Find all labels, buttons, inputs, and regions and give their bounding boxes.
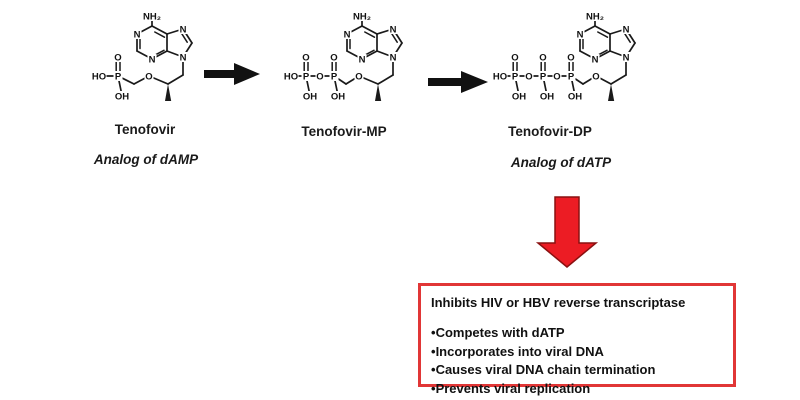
tenofovir-mp-structure: NH₂ N N N N O P O OH O P O OH HO — [283, 11, 403, 103]
bullet-marker: • — [431, 325, 436, 340]
phosphorus-label: P — [512, 72, 519, 83]
bullet-item: •Prevents viral replication — [431, 380, 723, 399]
hydroxyl-label: HO — [284, 72, 298, 83]
tenofovir-dp-structure: NH₂ N N N N O P O OH O P O OH O P O OH H… — [492, 11, 636, 103]
nitrogen-label: N — [134, 30, 141, 41]
red-down-arrow-icon — [535, 196, 599, 268]
amine-label: NH₂ — [586, 12, 604, 23]
ether-oxygen-label: O — [355, 72, 362, 83]
nitrogen-label: N — [180, 25, 187, 36]
reaction-arrow-2-icon — [428, 71, 488, 93]
hydroxyl-label: OH — [540, 92, 554, 103]
phosphorus-label: P — [115, 72, 122, 83]
bridge-oxygen-label: O — [525, 72, 532, 83]
nitrogen-label: N — [344, 30, 351, 41]
hydroxyl-label: OH — [512, 92, 526, 103]
hydroxyl-label: OH — [303, 92, 317, 103]
bullet-marker: • — [431, 343, 436, 359]
nitrogen-label: N — [623, 53, 630, 64]
tenofovir-label: Tenofovir — [114, 122, 176, 137]
oxygen-label: O — [567, 53, 574, 64]
nitrogen-label: N — [390, 53, 397, 64]
bullet-item: •Competes with dATP — [431, 324, 723, 343]
nitrogen-label: N — [359, 55, 366, 66]
nitrogen-label: N — [623, 25, 630, 36]
bullet-marker: • — [431, 362, 436, 377]
mechanism-title: Inhibits HIV or HBV reverse transcriptas… — [431, 295, 686, 310]
oxygen-label: O — [330, 53, 337, 64]
hydroxyl-label: OH — [568, 92, 582, 103]
oxygen-label: O — [539, 53, 546, 64]
nitrogen-label: N — [180, 53, 187, 64]
bullet-marker: • — [431, 380, 436, 396]
bullet-item: •Causes viral DNA chain termination — [431, 361, 723, 380]
tenofovir-structure: NH₂ N N N N O P O OH HO — [91, 11, 193, 103]
analog-datp-label: Analog of dATP — [510, 155, 612, 170]
nitrogen-label: N — [577, 30, 584, 41]
tenofovir-dp-label: Tenofovir-DP — [508, 124, 592, 139]
ether-oxygen-label: O — [592, 72, 599, 83]
bullet-text: Prevents viral replication — [435, 380, 591, 396]
phosphorus-label: P — [568, 72, 575, 83]
reaction-arrow-1-icon — [204, 63, 260, 85]
hydroxyl-label: OH — [331, 92, 345, 103]
oxygen-label: O — [114, 53, 121, 64]
oxygen-label: O — [511, 53, 518, 64]
phosphorus-label: P — [303, 72, 310, 83]
amine-label: NH₂ — [353, 12, 371, 23]
phosphorus-label: P — [331, 72, 338, 83]
hydroxyl-label: HO — [92, 72, 106, 83]
bullet-item: •Incorporates into viral DNA — [431, 343, 723, 362]
bridge-oxygen-label: O — [316, 72, 323, 83]
ether-oxygen-label: O — [145, 72, 152, 83]
tenofovir-mp-label: Tenofovir-MP — [301, 124, 387, 139]
nitrogen-label: N — [592, 55, 599, 66]
bullet-text: Competes with dATP — [435, 325, 565, 340]
methyl-wedge-bond — [375, 84, 382, 101]
phosphorus-label: P — [540, 72, 547, 83]
hydroxyl-label: OH — [115, 92, 129, 103]
bullet-text: Incorporates into viral DNA — [435, 343, 604, 359]
oxygen-label: O — [302, 53, 309, 64]
methyl-wedge-bond — [165, 84, 172, 101]
nitrogen-label: N — [149, 55, 156, 66]
bullet-text: Causes viral DNA chain termination — [435, 362, 656, 377]
hydroxyl-label: HO — [493, 72, 507, 83]
nitrogen-label: N — [390, 25, 397, 36]
analog-damp-label: Analog of dAMP — [93, 152, 199, 167]
methyl-wedge-bond — [608, 84, 615, 101]
mechanism-box: Inhibits HIV or HBV reverse transcriptas… — [418, 283, 736, 396]
bridge-oxygen-label: O — [553, 72, 560, 83]
amine-label: NH₂ — [143, 12, 161, 23]
